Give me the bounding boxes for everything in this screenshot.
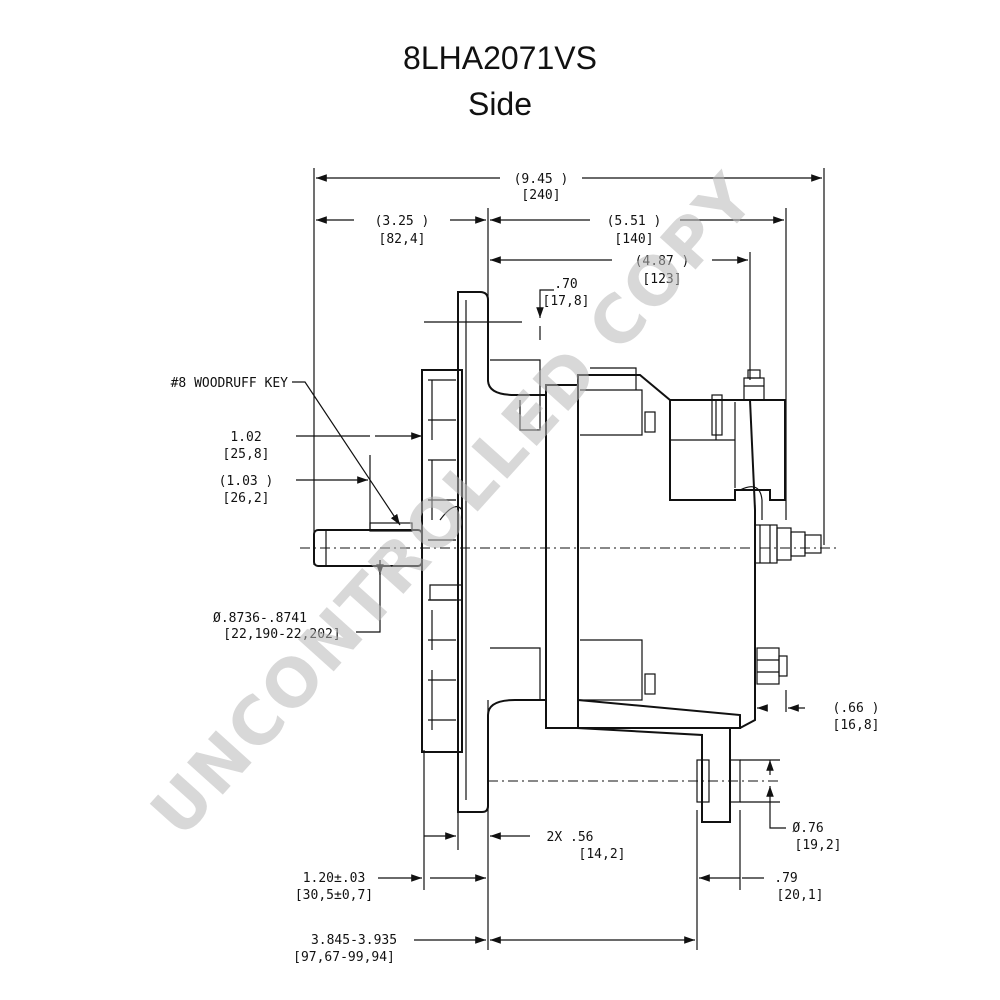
woodruff-key-label: #8 WOODRUFF KEY	[171, 376, 289, 391]
dim-shaft-len-1-mm: [25,8]	[223, 447, 270, 462]
dim-shaft-len-1-in: 1.02	[230, 430, 261, 445]
dim-overall-in: (9.45 )	[514, 172, 569, 187]
dim-shaft-len-2-mm: [26,2]	[223, 491, 270, 506]
dim-mount-hole-dia-in: Ø.76	[792, 821, 823, 836]
dim-foot-width-mm: [20,1]	[777, 888, 824, 903]
drawing-view-label: Side	[467, 86, 533, 122]
output-terminal	[739, 486, 822, 600]
dim-flange-gap-mm: [17,8]	[543, 294, 590, 309]
dim-overall-mm: [240]	[521, 188, 560, 203]
dim-front-offset-in: (3.25 )	[375, 214, 430, 229]
dimension-labels: (9.45 ) [240] (3.25 ) [82,4] (5.51 ) [14…	[171, 172, 880, 965]
lower-terminal	[756, 647, 788, 685]
dim-rear-offset-in: (5.51 )	[607, 214, 662, 229]
dim-mount-span-in: 3.845-3.935	[311, 933, 397, 948]
dim-shaft-dia-in: Ø.8736-.8741	[213, 611, 307, 626]
top-terminal	[743, 369, 765, 401]
regulator	[669, 399, 786, 501]
dim-mount-width-in: 2X .56	[547, 830, 594, 845]
dim-terminal-depth-mm: [16,8]	[833, 718, 880, 733]
fan-pulley	[421, 369, 463, 753]
mounting-foot	[577, 698, 741, 823]
dim-terminal-offset-in: (4.87 )	[635, 254, 690, 269]
drawing-title: 8LHA2071VS	[403, 40, 597, 76]
dim-mount-hole-dia-mm: [19,2]	[795, 838, 842, 853]
dim-front-offset-mm: [82,4]	[379, 232, 426, 247]
dim-terminal-offset-mm: [123]	[642, 272, 681, 287]
dimension-lines	[292, 174, 822, 944]
dim-flange-gap-in: .70	[554, 277, 577, 292]
dim-shaft-dia-mm: [22,190-22,202]	[223, 627, 340, 642]
alternator-body	[300, 291, 840, 823]
dim-flange-thick-in: 1.20±.03	[303, 871, 366, 886]
rear-housing	[577, 374, 756, 729]
dim-terminal-depth-in: (.66 )	[833, 701, 880, 716]
dim-mount-width-mm: [14,2]	[579, 847, 626, 862]
dim-foot-width-in: .79	[774, 871, 797, 886]
dim-mount-span-mm: [97,67-99,94]	[293, 950, 395, 965]
dim-flange-thick-mm: [30,5±0,7]	[295, 888, 373, 903]
dim-rear-offset-mm: [140]	[614, 232, 653, 247]
dim-shaft-len-2-in: (1.03 )	[219, 474, 274, 489]
